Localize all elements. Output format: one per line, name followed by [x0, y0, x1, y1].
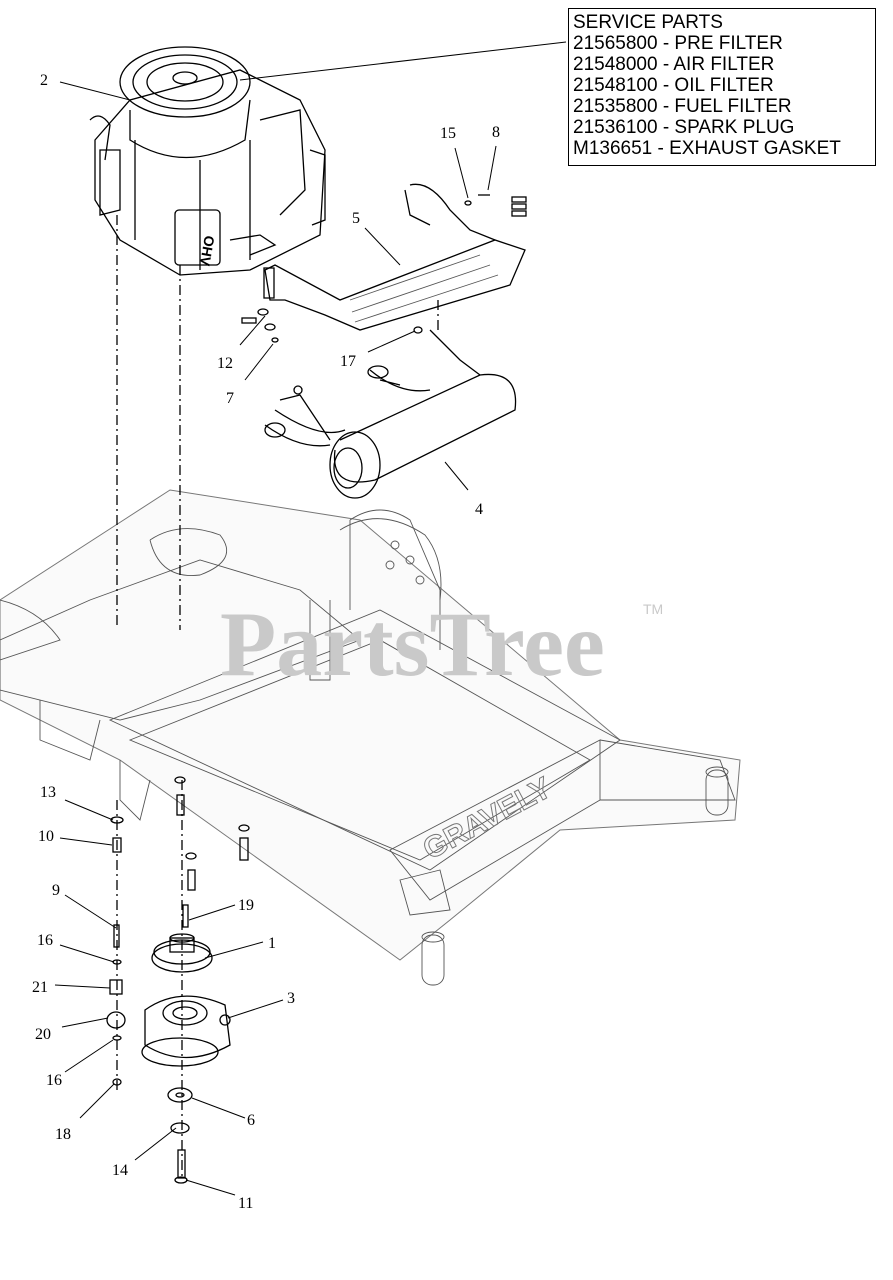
- callout-18: 18: [55, 1126, 71, 1143]
- clutch-assembly: [141, 776, 250, 1184]
- callout-8: 8: [492, 124, 500, 141]
- engine-ohv-label: OHV: [197, 234, 218, 267]
- callout-10: 10: [38, 828, 54, 845]
- callout-16-upper: 16: [37, 932, 53, 949]
- left-hardware-stack: [106, 816, 126, 1086]
- callout-3: 3: [287, 990, 295, 1007]
- callout-7: 7: [226, 390, 234, 407]
- watermark-text: PartsTree: [220, 593, 605, 695]
- callout-13: 13: [40, 784, 56, 801]
- callout-5: 5: [352, 210, 360, 227]
- leader-lines: [54, 41, 567, 1196]
- service-part-air-filter: 21548000 - AIR FILTER: [573, 54, 775, 75]
- bracket-hardware: [241, 194, 527, 395]
- service-part-pre-filter: 21565800 - PRE FILTER: [573, 33, 783, 54]
- callout-17: 17: [340, 353, 356, 370]
- muffler-bracket: [263, 183, 526, 331]
- mower-frame: GRAVELY: [0, 489, 741, 986]
- callout-14: 14: [112, 1162, 128, 1179]
- callout-6: 6: [247, 1112, 255, 1129]
- callout-15: 15: [440, 125, 456, 142]
- callout-19: 19: [238, 897, 254, 914]
- muffler: [264, 329, 517, 499]
- callout-4: 4: [475, 501, 483, 518]
- callout-11: 11: [238, 1195, 253, 1212]
- service-parts-box: SERVICE PARTS 21565800 - PRE FILTER 2154…: [568, 8, 876, 166]
- service-part-oil-filter: 21548100 - OIL FILTER: [573, 75, 774, 96]
- callout-16-lower: 16: [46, 1072, 62, 1089]
- callout-numbers: 2 15 8 5 12 17 7 4 13 10 9 19 16 1 21 3 …: [32, 72, 500, 1212]
- service-part-spark-plug: 21536100 - SPARK PLUG: [573, 117, 795, 138]
- callout-1: 1: [268, 935, 276, 952]
- service-part-exhaust-gasket: M136651 - EXHAUST GASKET: [573, 138, 841, 159]
- callout-20: 20: [35, 1026, 51, 1043]
- callout-2: 2: [40, 72, 48, 89]
- callout-21: 21: [32, 979, 48, 996]
- service-part-fuel-filter: 21535800 - FUEL FILTER: [573, 96, 792, 117]
- callout-9: 9: [52, 882, 60, 899]
- callout-12: 12: [217, 355, 233, 372]
- engine: OHV: [89, 46, 326, 276]
- service-parts-title: SERVICE PARTS: [573, 12, 723, 33]
- watermark-tm: TM: [643, 601, 663, 617]
